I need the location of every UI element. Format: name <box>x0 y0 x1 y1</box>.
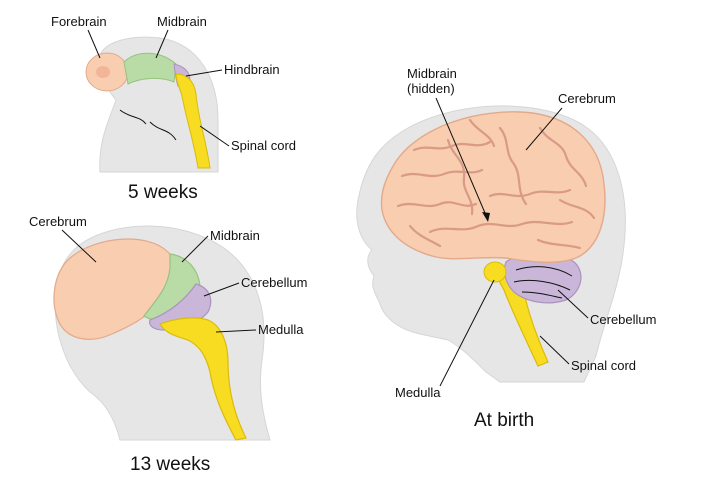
label-spinal-cord-5wk: Spinal cord <box>231 138 296 153</box>
leader-forebrain-5wk <box>87 29 101 59</box>
label-midbrain-5wk: Midbrain <box>157 14 207 29</box>
label-midbrain-birth-line2: (hidden) <box>407 81 455 96</box>
spinal-cord-5wk <box>175 73 211 169</box>
label-medulla-birth: Medulla <box>395 385 441 400</box>
leader-medulla-13wk <box>215 329 257 333</box>
medulla-birth <box>483 261 507 283</box>
cerebrum-13wk <box>53 238 176 340</box>
label-midbrain-birth-line1: Midbrain <box>407 66 457 81</box>
leader-cerebrum-birth <box>525 107 563 151</box>
leader-hindbrain-5wk <box>185 69 223 77</box>
leader-midbrain-birth <box>435 97 489 221</box>
medulla-spinal-cord-13wk <box>159 317 247 441</box>
label-medulla-13wk: Medulla <box>258 322 304 337</box>
leader-midbrain-5wk <box>155 29 169 59</box>
leader-medulla-birth <box>439 279 495 387</box>
embryo-fold-lines <box>119 109 177 141</box>
panel-13-weeks: Cerebrum Midbrain Cerebellum Medulla 13 … <box>29 214 307 475</box>
cerebellum-folia <box>513 266 573 299</box>
cerebrum-sulci <box>396 118 596 250</box>
label-cerebrum-birth: Cerebrum <box>558 91 616 106</box>
panel-5-weeks: Forebrain Midbrain Hindbrain Spinal cord… <box>51 14 296 203</box>
leader-cerebellum-13wk <box>203 282 240 297</box>
leader-midbrain-13wk <box>181 235 209 263</box>
caption-13-weeks: 13 weeks <box>130 454 210 475</box>
forebrain-5wk-center <box>96 66 110 78</box>
leader-cerebellum-birth <box>557 289 589 319</box>
leader-spinal-cord-5wk <box>199 125 230 147</box>
leader-spinal-cord-birth <box>539 335 570 365</box>
caption-at-birth: At birth <box>474 410 534 431</box>
panel-at-birth: Midbrain (hidden) Cerebrum Cerebellum Sp… <box>356 66 656 431</box>
arrowhead-midbrain-birth <box>482 212 490 222</box>
label-midbrain-13wk: Midbrain <box>210 228 260 243</box>
label-cerebellum-13wk: Cerebellum <box>241 275 307 290</box>
cerebrum-birth <box>380 111 606 263</box>
label-spinal-cord-birth: Spinal cord <box>571 358 636 373</box>
label-cerebrum-13wk: Cerebrum <box>29 214 87 229</box>
caption-5-weeks: 5 weeks <box>128 182 198 203</box>
leader-cerebrum-13wk <box>61 229 97 263</box>
midbrain-5wk <box>123 52 177 85</box>
label-hindbrain-5wk: Hindbrain <box>224 62 280 77</box>
label-forebrain-5wk: Forebrain <box>51 14 107 29</box>
label-cerebellum-birth: Cerebellum <box>590 312 656 327</box>
